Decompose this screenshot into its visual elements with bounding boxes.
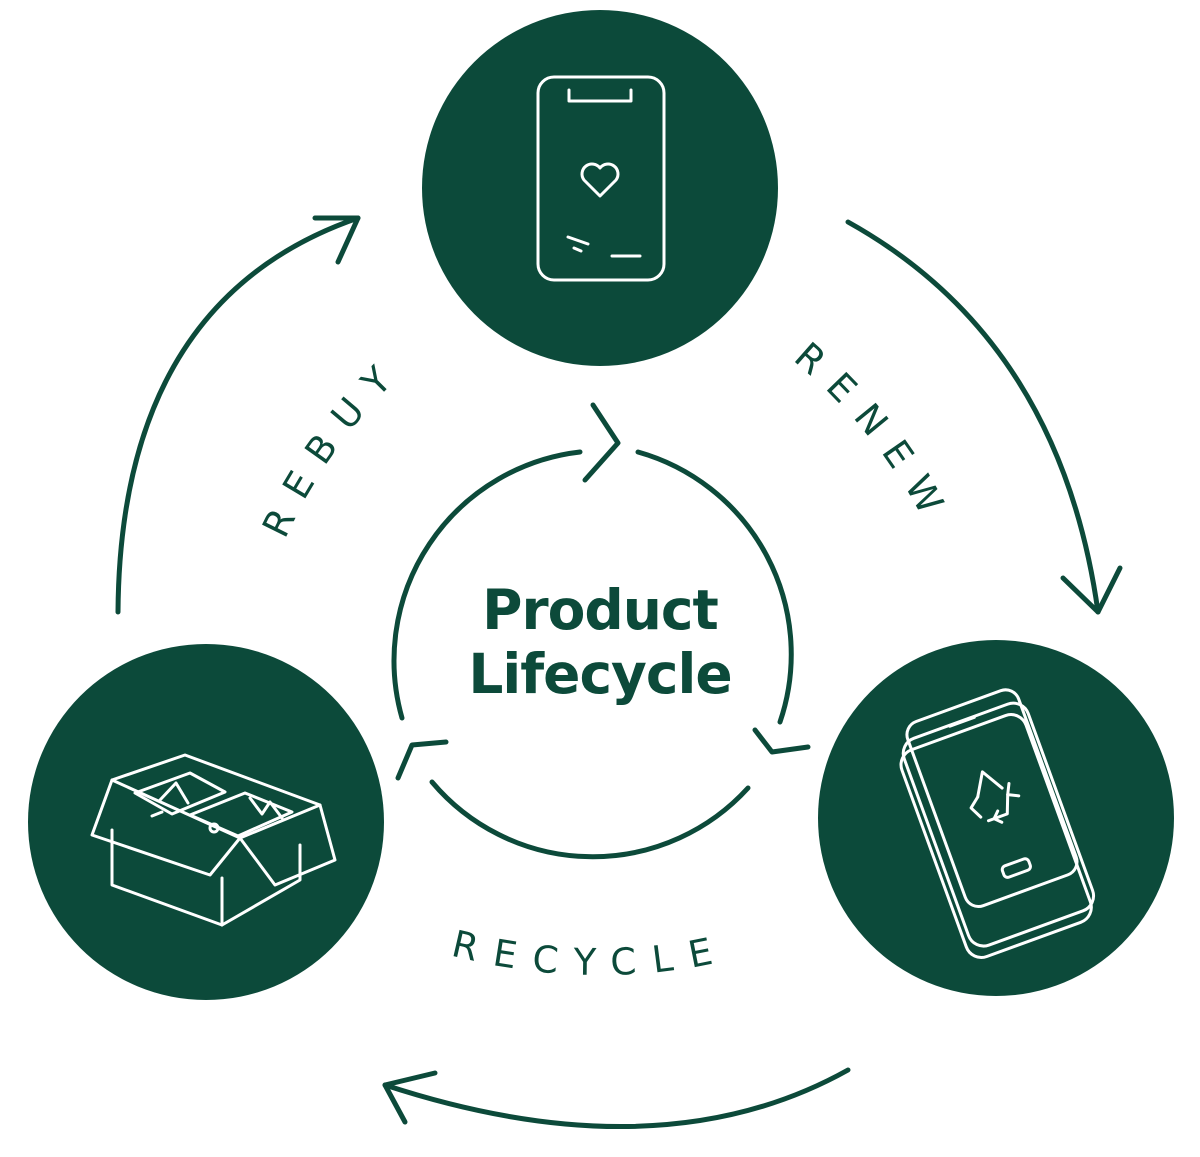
stage-phone-recycle bbox=[818, 640, 1174, 996]
stage-label-renew: RENEW bbox=[786, 334, 960, 536]
renew-arrowhead bbox=[1060, 565, 1123, 615]
center-title-line2: Lifecycle bbox=[468, 642, 732, 706]
stage-label-recycle: RECYCLE bbox=[448, 922, 733, 984]
inner-chevron-left bbox=[395, 739, 449, 781]
center-title: Product Lifecycle bbox=[400, 578, 800, 706]
phone-heart-icon bbox=[536, 75, 666, 282]
center-title-line1: Product bbox=[482, 578, 719, 642]
recycle-arrowhead bbox=[382, 1070, 438, 1125]
boxed-phones-icon bbox=[90, 753, 337, 927]
inner-chevron-top bbox=[582, 402, 621, 483]
inner-cycle bbox=[391, 402, 811, 860]
stage-phone-heart bbox=[422, 10, 778, 366]
inner-arc-bottom bbox=[429, 779, 751, 860]
stage-boxed-phones bbox=[28, 644, 384, 1000]
recycle-arrow bbox=[382, 1067, 851, 1129]
inner-arc-right bbox=[635, 449, 794, 725]
inner-chevron-right bbox=[752, 727, 811, 755]
rebuy-arrow bbox=[115, 215, 361, 615]
inner-arc-left bbox=[391, 449, 583, 721]
stage-label-rebuy: REBUY bbox=[254, 346, 412, 543]
phone-recycle-icon bbox=[899, 688, 1096, 959]
rebuy-arrowhead bbox=[312, 215, 361, 265]
renew-arrow bbox=[845, 219, 1101, 615]
stage-circle-top bbox=[422, 10, 778, 366]
outer-cycle-arrows bbox=[115, 215, 1123, 1129]
